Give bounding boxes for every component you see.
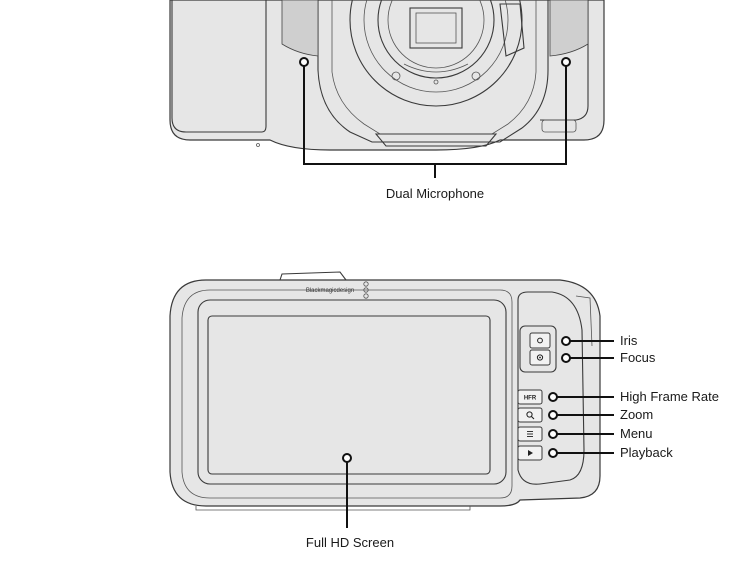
label-full-hd-screen: Full HD Screen bbox=[306, 535, 394, 550]
zoom-icon bbox=[526, 411, 535, 420]
callout-dot-screen bbox=[342, 453, 352, 463]
zoom-button[interactable] bbox=[517, 407, 543, 423]
iris-button[interactable] bbox=[529, 332, 551, 349]
hfr-button-label: HFR bbox=[524, 396, 537, 402]
lcd-screen bbox=[207, 315, 491, 475]
playback-button[interactable] bbox=[517, 445, 543, 461]
label-high-frame-rate: High Frame Rate bbox=[620, 389, 719, 404]
callout-dot-playback bbox=[548, 448, 558, 458]
screen-bezel bbox=[197, 299, 507, 485]
callout-dot-mic-right bbox=[561, 57, 571, 67]
microphone-grill-right bbox=[549, 0, 589, 57]
focus-icon bbox=[536, 354, 544, 361]
label-menu: Menu bbox=[620, 426, 653, 441]
camera-front-view bbox=[169, 0, 605, 151]
label-focus: Focus bbox=[620, 350, 656, 365]
callout-dot-focus bbox=[561, 353, 571, 363]
screen-callout bbox=[342, 453, 352, 528]
callout-dot-iris bbox=[561, 336, 571, 346]
label-zoom: Zoom bbox=[620, 407, 653, 422]
camera-back-view: Blackmagicdesign HFR bbox=[169, 271, 601, 511]
control-callouts bbox=[548, 336, 614, 458]
hfr-button[interactable]: HFR bbox=[517, 389, 543, 405]
dual-microphone-callout bbox=[299, 57, 571, 178]
brand-logo-icon bbox=[363, 281, 369, 299]
callout-dot-mic-left bbox=[299, 57, 309, 67]
callout-dot-zoom bbox=[548, 410, 558, 420]
label-iris: Iris bbox=[620, 333, 638, 348]
callout-dot-menu bbox=[548, 429, 558, 439]
label-dual-microphone: Dual Microphone bbox=[386, 186, 484, 201]
focus-button[interactable] bbox=[529, 349, 551, 366]
menu-icon bbox=[527, 431, 533, 437]
microphone-grill-left bbox=[281, 0, 319, 57]
play-icon bbox=[528, 450, 533, 456]
callout-dot-hfr bbox=[548, 392, 558, 402]
iris-icon bbox=[537, 337, 543, 344]
brand-logo-text: Blackmagicdesign bbox=[306, 288, 354, 294]
menu-button[interactable] bbox=[517, 426, 543, 442]
label-playback: Playback bbox=[620, 445, 673, 460]
